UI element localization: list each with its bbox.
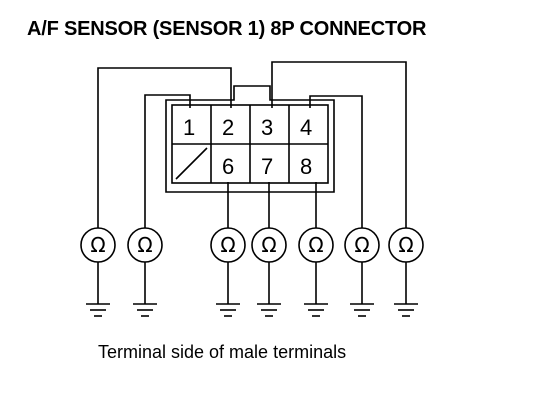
pin-label-1: 1 [183, 115, 195, 140]
blank-pin-slash [175, 147, 208, 180]
wire-pin-4 [309, 95, 363, 228]
pin-label-3: 3 [261, 115, 273, 140]
ground-icon [394, 303, 418, 317]
pin-label-2: 2 [222, 115, 234, 140]
ohmmeter-1: Ω [80, 227, 116, 317]
wire-pin-1 [144, 94, 191, 228]
pin-label-4: 4 [300, 115, 312, 140]
diagram-caption: Terminal side of male terminals [98, 342, 347, 362]
pin-label-8: 8 [300, 154, 312, 179]
ohmmeter-7: Ω [388, 227, 424, 317]
ohmmeter-5: Ω [298, 227, 334, 317]
ground-icon [257, 303, 281, 317]
ohm-icon: Ω [90, 233, 105, 257]
ground-icon [216, 303, 240, 317]
ohmmeter-3: Ω [210, 227, 246, 317]
ohm-icon: Ω [261, 233, 276, 257]
ohm-icon: Ω [220, 233, 235, 257]
ohmmeter-2: Ω [127, 227, 163, 317]
ground-icon [133, 303, 157, 317]
pin-label-7: 7 [261, 154, 273, 179]
pin-label-6: 6 [222, 154, 234, 179]
ohm-icon: Ω [137, 233, 152, 257]
ohm-icon: Ω [398, 233, 413, 257]
ohmmeter-6: Ω [344, 227, 380, 317]
ohmmeter-4: Ω [251, 227, 287, 317]
ohm-icon: Ω [308, 233, 323, 257]
ground-icon [350, 303, 374, 317]
ohm-icon: Ω [354, 233, 369, 257]
connector-housing [165, 85, 335, 193]
ground-icon [86, 303, 110, 317]
wire-pin-2 [97, 67, 232, 228]
ground-icon [304, 303, 328, 317]
wire-pin-3 [271, 61, 407, 228]
diagram-title: A/F SENSOR (SENSOR 1) 8P CONNECTOR [27, 18, 427, 40]
